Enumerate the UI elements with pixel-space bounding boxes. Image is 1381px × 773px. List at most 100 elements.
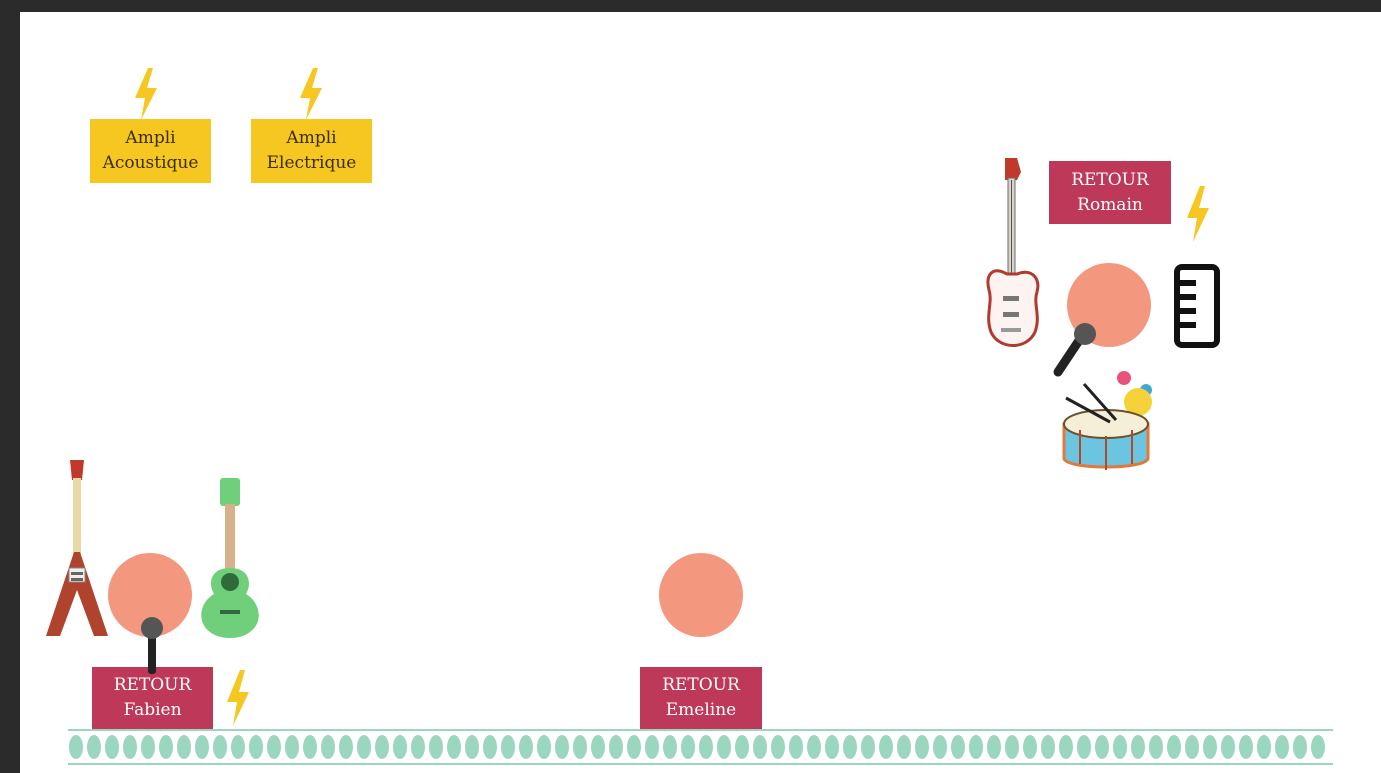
- border-oval: [735, 735, 749, 759]
- border-oval: [141, 735, 155, 759]
- border-oval: [159, 735, 173, 759]
- border-oval: [627, 735, 641, 759]
- border-oval: [411, 735, 425, 759]
- keyboard-icon: [1174, 264, 1220, 348]
- border-oval: [789, 735, 803, 759]
- border-oval: [375, 735, 389, 759]
- retour-romain-box: RETOUR Romain: [1049, 161, 1171, 224]
- border-oval: [1041, 735, 1055, 759]
- border-oval: [357, 735, 371, 759]
- border-oval: [861, 735, 875, 759]
- border-oval: [1275, 735, 1289, 759]
- power-bolt-icon: [133, 68, 159, 120]
- retour-fabien-line2: Fabien: [123, 698, 181, 723]
- border-oval: [195, 735, 209, 759]
- retour-emeline-line1: RETOUR: [662, 673, 740, 698]
- border-oval: [465, 735, 479, 759]
- border-oval: [555, 735, 569, 759]
- border-oval: [501, 735, 515, 759]
- border-oval: [591, 735, 605, 759]
- border-oval: [1167, 735, 1181, 759]
- power-bolt-icon: [298, 68, 324, 120]
- border-oval: [609, 735, 623, 759]
- window-frame-left: [0, 0, 20, 773]
- border-oval: [699, 735, 713, 759]
- border-oval: [267, 735, 281, 759]
- border-oval: [303, 735, 317, 759]
- border-oval: [1077, 735, 1091, 759]
- border-oval: [87, 735, 101, 759]
- border-oval: [681, 735, 695, 759]
- border-oval: [321, 735, 335, 759]
- border-oval: [393, 735, 407, 759]
- ukulele-icon: [196, 476, 264, 640]
- border-oval: [285, 735, 299, 759]
- border-oval: [1023, 735, 1037, 759]
- amp-acoustic-line1: Ampli: [125, 126, 175, 151]
- snare-drum-icon: [1060, 366, 1164, 478]
- border-oval: [1149, 735, 1163, 759]
- microphone-icon: [139, 616, 165, 676]
- border-oval: [753, 735, 767, 759]
- retour-romain-line1: RETOUR: [1071, 168, 1149, 193]
- amp-electric-line2: Electrique: [267, 151, 357, 176]
- border-oval: [771, 735, 785, 759]
- retour-fabien-line1: RETOUR: [114, 673, 192, 698]
- amp-electric-line1: Ampli: [286, 126, 336, 151]
- border-oval: [1293, 735, 1307, 759]
- electric-guitar-icon: [44, 460, 110, 640]
- border-oval: [825, 735, 839, 759]
- border-oval: [915, 735, 929, 759]
- border-oval: [717, 735, 731, 759]
- border-oval: [1239, 735, 1253, 759]
- border-oval: [1131, 735, 1145, 759]
- window-frame-top: [0, 0, 1381, 12]
- border-oval: [987, 735, 1001, 759]
- border-oval: [519, 735, 533, 759]
- border-oval: [951, 735, 965, 759]
- border-oval: [339, 735, 353, 759]
- border-oval: [447, 735, 461, 759]
- border-oval: [969, 735, 983, 759]
- border-oval: [1059, 735, 1073, 759]
- border-oval: [807, 735, 821, 759]
- amp-acoustic-box: Ampli Acoustique: [90, 119, 211, 183]
- border-oval: [213, 735, 227, 759]
- border-oval: [933, 735, 947, 759]
- border-oval: [1095, 735, 1109, 759]
- border-oval: [105, 735, 119, 759]
- border-oval: [537, 735, 551, 759]
- border-oval: [1005, 735, 1019, 759]
- border-oval: [1185, 735, 1199, 759]
- border-oval: [69, 735, 83, 759]
- border-oval: [879, 735, 893, 759]
- border-oval: [483, 735, 497, 759]
- border-oval: [843, 735, 857, 759]
- border-oval: [897, 735, 911, 759]
- amp-acoustic-line2: Acoustique: [103, 151, 199, 176]
- power-bolt-icon: [1185, 186, 1211, 242]
- retour-emeline-box: RETOUR Emeline: [640, 667, 762, 729]
- amp-electric-box: Ampli Electrique: [251, 119, 372, 183]
- border-oval: [573, 735, 587, 759]
- musician-emeline-circle: [659, 553, 743, 637]
- border-oval: [249, 735, 263, 759]
- border-oval: [645, 735, 659, 759]
- retour-fabien-box: RETOUR Fabien: [92, 667, 213, 729]
- retour-romain-line2: Romain: [1077, 193, 1143, 218]
- border-oval: [123, 735, 137, 759]
- retour-emeline-line2: Emeline: [666, 698, 736, 723]
- border-oval: [1113, 735, 1127, 759]
- bass-guitar-icon: [983, 156, 1043, 352]
- power-bolt-icon: [225, 670, 251, 726]
- border-oval: [429, 735, 443, 759]
- border-oval: [1311, 735, 1325, 759]
- border-oval: [663, 735, 677, 759]
- border-oval: [1221, 735, 1235, 759]
- stage-edge-border: [68, 727, 1333, 767]
- border-oval: [1203, 735, 1217, 759]
- border-oval: [231, 735, 245, 759]
- stage-canvas: [20, 12, 1381, 773]
- border-oval: [177, 735, 191, 759]
